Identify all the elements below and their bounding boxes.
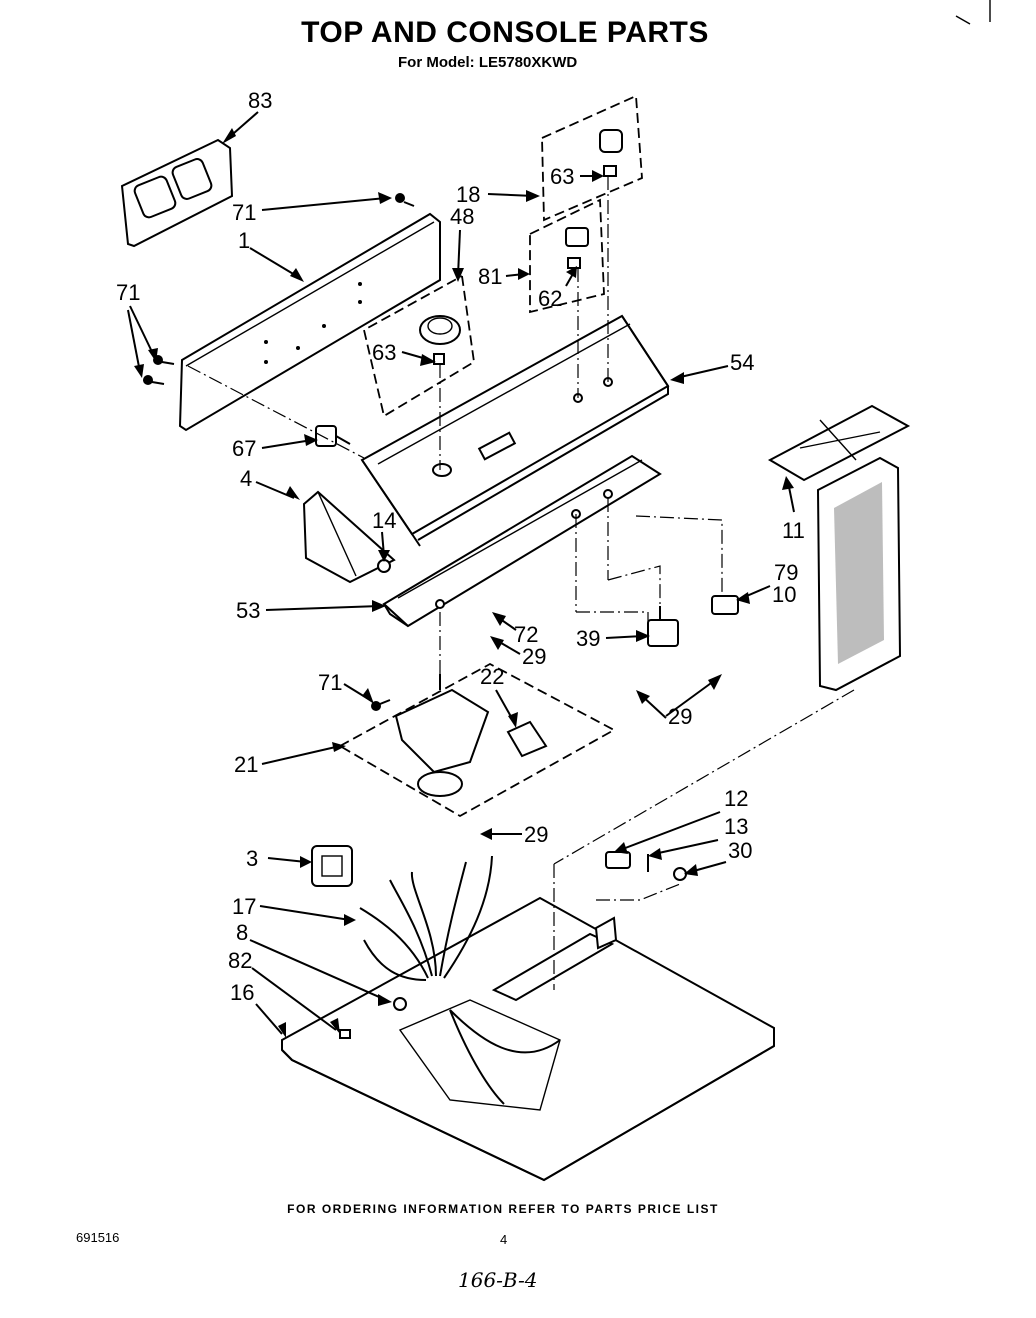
callout-14: 14 — [372, 508, 396, 533]
knob-48-icon — [419, 315, 461, 365]
callout-48: 48 — [450, 204, 474, 229]
group-21-outline — [339, 662, 616, 818]
callout-22: 22 — [480, 664, 504, 689]
part-12-13-30-hardware — [605, 851, 687, 881]
callout-79: 79 — [774, 560, 798, 585]
part-10-lint-housing — [816, 456, 902, 692]
model-line: For Model: LE5780XKWD — [398, 54, 578, 71]
callout-29: 29 — [524, 822, 548, 847]
knob-18-icon — [599, 129, 623, 177]
part-1-console-panel — [178, 212, 441, 432]
part-16-main-top — [281, 896, 775, 1182]
callout-12: 12 — [724, 786, 748, 811]
callout-4: 4 — [240, 466, 252, 491]
callout-17: 17 — [232, 894, 256, 919]
group-48-outline — [362, 275, 475, 418]
handwritten-note: 166-B-4 — [458, 1268, 538, 1292]
alignment-lines — [187, 176, 855, 990]
document-number: 691516 — [76, 1230, 120, 1245]
callout-67: 67 — [232, 436, 256, 461]
callout-72: 72 — [514, 622, 538, 647]
part-11-lint-filter-cover — [767, 404, 911, 482]
callout-63: 63 — [372, 340, 396, 365]
knob-81-icon — [565, 227, 589, 269]
callout-18: 18 — [456, 182, 480, 207]
screw-71-icon — [143, 193, 415, 711]
group-18-outline — [541, 94, 643, 222]
callout-30: 30 — [728, 838, 752, 863]
callout-54: 54 — [730, 350, 754, 375]
part-17-wiring-harness — [359, 855, 561, 1105]
part-8-grommet — [393, 997, 407, 1011]
part-4-housing — [302, 490, 396, 584]
callout-81: 81 — [478, 264, 502, 289]
callout-1: 1 — [238, 228, 250, 253]
callout-29: 29 — [668, 704, 692, 729]
callout-3: 3 — [246, 846, 258, 871]
callout-29: 29 — [522, 644, 546, 669]
part-54-console-top — [360, 314, 670, 547]
part-3-relay — [311, 845, 353, 887]
page-title: TOP AND CONSOLE PARTS — [301, 16, 709, 49]
part-67-clip — [315, 425, 351, 447]
callout-leaders — [127, 111, 795, 1038]
part-39-switch — [647, 606, 679, 647]
callout-82: 82 — [228, 948, 252, 973]
scan-marks — [955, 0, 991, 25]
callout-71: 71 — [232, 200, 256, 225]
part-21-timer — [394, 674, 490, 797]
part-82-clip — [339, 1029, 351, 1039]
callout-16: 16 — [230, 980, 254, 1005]
part-53-base-rail — [382, 454, 662, 628]
group-81-outline — [529, 198, 605, 314]
callout-53: 53 — [236, 598, 260, 623]
callout-10: 10 — [772, 582, 796, 607]
callout-13: 13 — [724, 814, 748, 839]
callout-39: 39 — [576, 626, 600, 651]
part-79-connector — [711, 595, 739, 615]
part-83-overlay — [120, 138, 234, 248]
callout-63: 63 — [550, 164, 574, 189]
callout-71: 71 — [318, 670, 342, 695]
callout-21: 21 — [234, 752, 258, 777]
callout-8: 8 — [236, 920, 248, 945]
ordering-note: FOR ORDERING INFORMATION REFER TO PARTS … — [287, 1202, 719, 1216]
page-number: 4 — [500, 1232, 508, 1247]
callout-71: 71 — [116, 280, 140, 305]
callout-11: 11 — [782, 518, 805, 543]
callout-83: 83 — [248, 88, 272, 113]
part-22-bracket — [506, 720, 548, 758]
callout-62: 62 — [538, 286, 562, 311]
